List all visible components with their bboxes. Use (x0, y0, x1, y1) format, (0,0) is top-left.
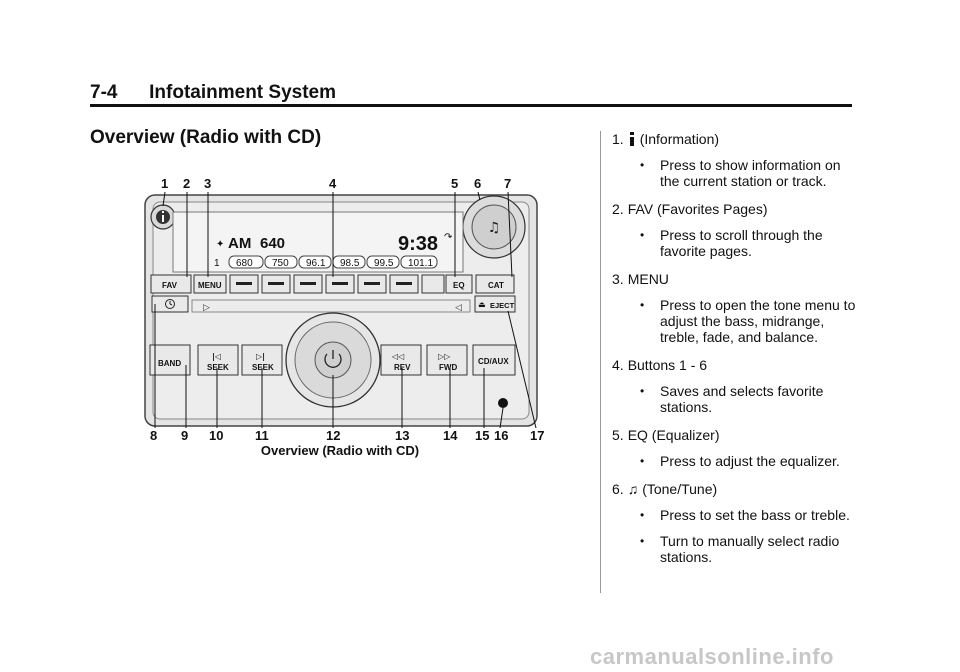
svg-text:13: 13 (395, 428, 409, 443)
svg-text:15: 15 (475, 428, 489, 443)
button-row: FAV MENU EQ CAT (150, 274, 515, 294)
svg-text:2: 2 (183, 176, 190, 191)
rev-button (380, 344, 422, 376)
callout-leaders-bottom (154, 304, 537, 429)
radio-display (172, 211, 464, 273)
music-note-icon: ♫ (627, 481, 639, 497)
svg-text:MENU: MENU (198, 281, 222, 290)
svg-text:1: 1 (161, 176, 168, 191)
svg-text:SEEK: SEEK (207, 363, 229, 372)
preset-button-3 (293, 274, 323, 294)
preset-button-5 (357, 274, 387, 294)
info-button (150, 204, 176, 230)
svg-text:EJECT: EJECT (490, 301, 515, 310)
svg-text:14: 14 (443, 428, 458, 443)
preset-button-4 (325, 274, 355, 294)
display-band: AM (228, 235, 251, 252)
svg-text:◁: ◁ (455, 303, 462, 313)
fav-button (150, 274, 192, 294)
band-button (149, 344, 191, 376)
callouts-bottom: 8 9 10 11 12 13 14 15 16 17 (150, 428, 544, 443)
seek-fwd-button (241, 344, 283, 376)
preset-6: 101.1 (408, 258, 433, 269)
svg-text:▷: ▷ (203, 303, 210, 313)
svg-text:REV: REV (394, 363, 411, 372)
preset-tabs: 1 680 750 96.1 98.5 99.5 101.1 (214, 255, 438, 269)
svg-text:8: 8 (150, 428, 157, 443)
svg-text:◁◁: ◁◁ (391, 352, 404, 361)
menu-button (193, 274, 227, 294)
svg-text:FAV: FAV (162, 281, 178, 290)
aux-jack (498, 398, 508, 408)
cdaux-button (472, 344, 516, 376)
preset-3: 96.1 (306, 258, 326, 269)
svg-text:CD/AUX: CD/AUX (478, 357, 509, 366)
info-icon (628, 132, 636, 146)
seek-back-button (197, 344, 239, 376)
clock-button (151, 295, 189, 313)
svg-text:✦: ✦ (216, 239, 224, 250)
svg-text:♫: ♫ (488, 220, 501, 236)
control-description-list: 1. (Information) •Press to show informat… (612, 131, 862, 577)
svg-text:5: 5 (451, 176, 458, 191)
list-item: 1. (Information) •Press to show informat… (612, 131, 841, 189)
display-clock: 9:38 (398, 233, 438, 255)
svg-text:⏏: ⏏ (478, 300, 486, 309)
fwd-button (426, 344, 468, 376)
list-item: 6. ♫ (Tone/Tune) •Press to set the bass … (612, 481, 850, 565)
eject-button (474, 295, 516, 313)
watermark: carmanualsonline.info (590, 644, 834, 669)
svg-text:SEEK: SEEK (252, 363, 274, 372)
svg-text:↷: ↷ (444, 232, 453, 243)
radio-faceplate (144, 194, 538, 427)
callouts-top: 1 2 3 4 5 6 7 (161, 176, 511, 191)
preset-button-2 (261, 274, 291, 294)
svg-text:FWD: FWD (439, 363, 457, 372)
preset-page: 1 (214, 258, 220, 269)
list-item: 5. EQ (Equalizer) •Press to adjust the e… (612, 427, 840, 469)
tune-knob (462, 195, 526, 259)
cd-slot (191, 299, 471, 313)
column-divider (600, 131, 601, 593)
svg-text:3: 3 (204, 176, 211, 191)
eq-button (445, 274, 473, 294)
svg-text:17: 17 (530, 428, 544, 443)
preset-2: 750 (272, 258, 289, 269)
page-header: 7-4 Infotainment System (90, 82, 336, 103)
svg-text:6: 6 (474, 176, 481, 191)
preset-button-7 (421, 274, 445, 294)
svg-text:EQ: EQ (453, 281, 465, 290)
svg-text:12: 12 (326, 428, 340, 443)
header-rule (90, 104, 852, 107)
power-volume-knob (285, 312, 381, 408)
svg-text:▷|: ▷| (256, 352, 265, 361)
preset-5: 99.5 (374, 258, 394, 269)
callout-leaders-top (162, 191, 513, 278)
svg-text:9: 9 (181, 428, 188, 443)
preset-1: 680 (236, 258, 253, 269)
list-item: 3. MENU •Press to open the tone menu to … (612, 271, 856, 345)
svg-text:10: 10 (209, 428, 223, 443)
list-item: 2. FAV (Favorites Pages) •Press to scrol… (612, 201, 823, 259)
svg-text:|◁: |◁ (212, 352, 221, 361)
figure-caption: Overview (Radio with CD) (260, 443, 420, 458)
svg-text:7: 7 (504, 176, 511, 191)
svg-text:CAT: CAT (488, 281, 504, 290)
svg-text:BAND: BAND (158, 359, 181, 368)
preset-4: 98.5 (340, 258, 360, 269)
preset-button-6 (389, 274, 419, 294)
svg-text:11: 11 (255, 428, 269, 443)
list-item: 4. Buttons 1 - 6 •Saves and selects favo… (612, 357, 824, 415)
svg-text:▷▷: ▷▷ (438, 352, 451, 361)
section-title: Overview (Radio with CD) (90, 127, 322, 148)
cat-button (475, 274, 515, 294)
preset-button-1 (229, 274, 259, 294)
svg-text:16: 16 (494, 428, 508, 443)
display-frequency: 640 (260, 235, 285, 252)
svg-text:4: 4 (329, 176, 337, 191)
